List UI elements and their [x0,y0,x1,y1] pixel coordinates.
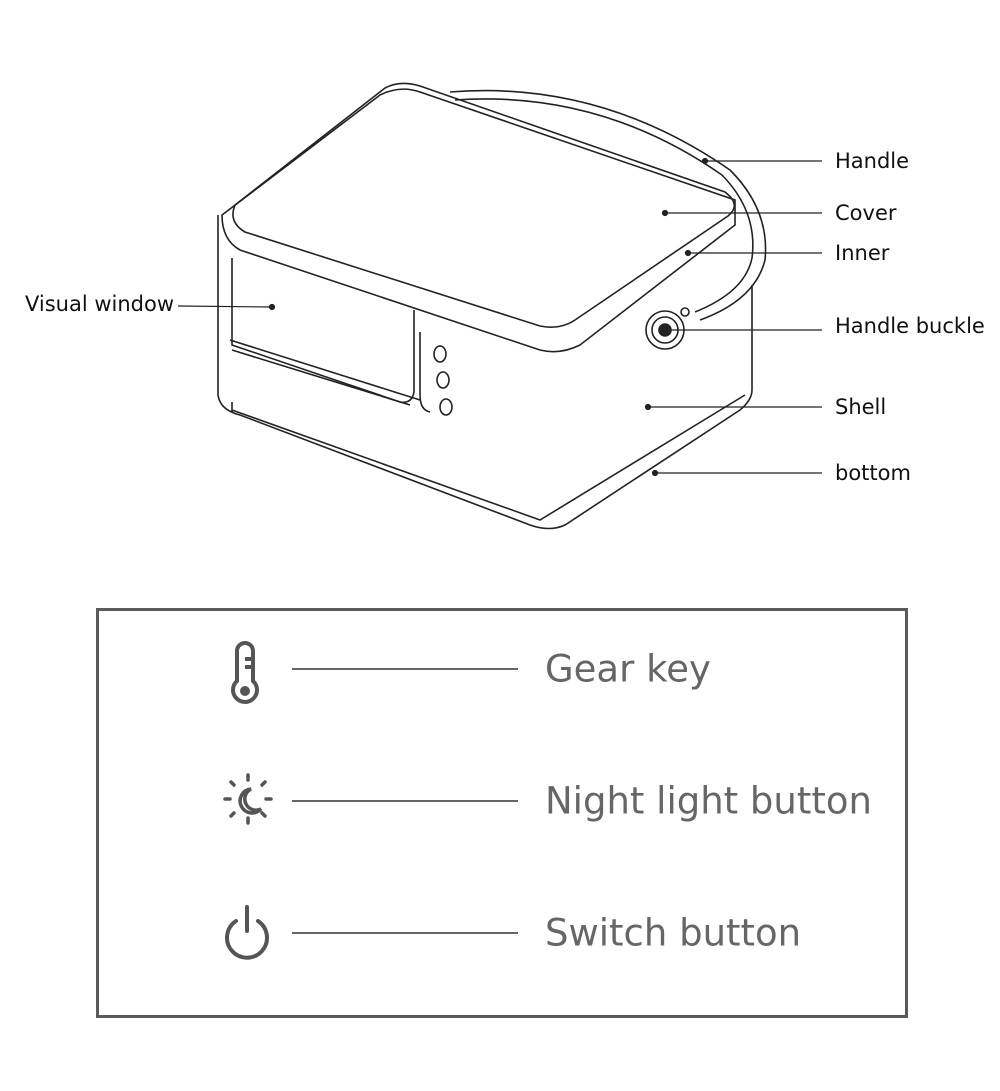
button-legend: Gear key Night light button Switch butto… [96,608,908,1018]
thermometer-icon [231,641,259,704]
leader-line [292,800,518,802]
shell [217,215,753,530]
legend-label: Night light button [545,779,872,823]
label-visual-window: Visual window [25,292,175,316]
cover [221,82,736,353]
legend-item-switch: Switch button [99,903,905,963]
handle [449,89,767,321]
label-handle: Handle [835,149,910,173]
label-cover: Cover [835,201,897,225]
legend-item-gear-key: Gear key [99,639,905,704]
leader-line [292,668,518,670]
label-handle-buckle: Handle buckle [835,314,985,338]
device-illustration [177,82,822,530]
legend-label: Switch button [545,911,802,955]
label-bottom: bottom [835,461,911,485]
sun-moon-icon [223,773,273,825]
leader-line [292,932,518,934]
visual-window [231,258,431,413]
leader-lines [177,157,822,477]
label-inner: Inner [835,241,890,265]
legend-label: Gear key [545,647,711,691]
legend-item-night-light: Night light button [99,771,905,831]
power-icon [225,905,269,960]
label-shell: Shell [835,395,887,419]
control-buttons [433,345,453,416]
handle-buckle [645,307,690,350]
